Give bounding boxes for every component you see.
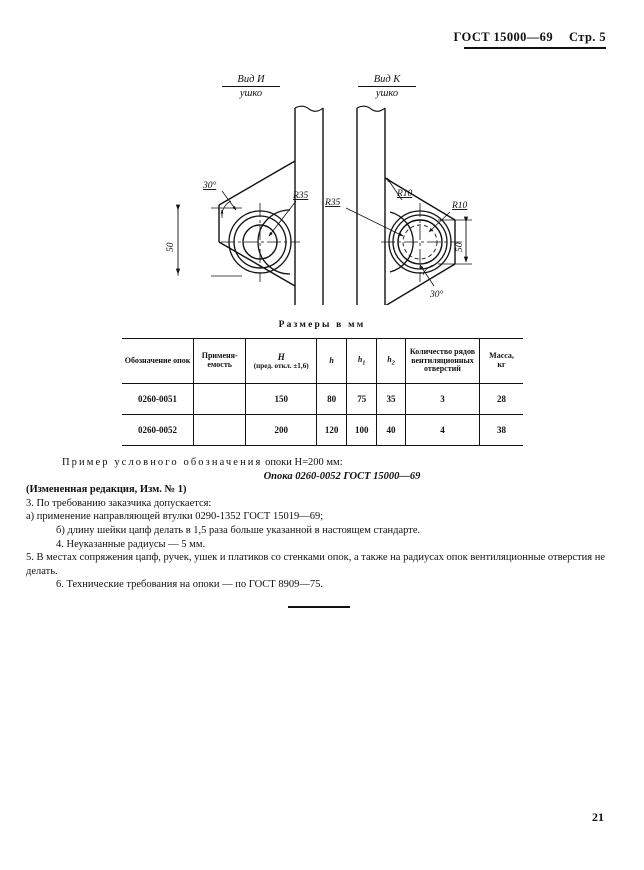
right-view-subtitle: ушко <box>358 86 416 100</box>
left-radius-label: R35 <box>292 191 309 201</box>
th-vent-rows: Количество рядов вентиляционных отверсти… <box>404 338 481 384</box>
cell-h: 80 <box>316 383 348 415</box>
right-view-title: Вид К <box>373 74 401 85</box>
table-row: 0260-0051 150 80 75 35 3 28 <box>122 383 523 415</box>
header-rule <box>464 47 606 49</box>
table-header: Обозначение опок Применя- емость H (пред… <box>122 338 523 384</box>
example-spaced-part: Пример условного обозначения <box>62 457 263 468</box>
item-6: 6. Технические требования на опоки — по … <box>56 579 323 591</box>
th-height-symbol: H <box>277 351 285 362</box>
th-designation: Обозначение опок <box>122 338 195 384</box>
example-tail-part: опоки H=200 мм: <box>262 457 343 468</box>
header-text-row: ГОСТ 15000—69 Стр. 5 <box>454 30 606 45</box>
th-h1: h1 <box>346 338 378 384</box>
right-radius-left-label: R35 <box>324 198 341 208</box>
item-5: 5. В местах сопряжения цапф, ручек, ушек… <box>26 552 605 577</box>
right-radius-top-label: R10 <box>396 189 413 199</box>
technical-drawings: Вид И ушко Вид К ушко <box>0 60 644 305</box>
section-end-rule <box>288 606 350 608</box>
table-header-row: Обозначение опок Применя- емость H (пред… <box>122 338 523 384</box>
left-view-subtitle: ушко <box>222 86 280 100</box>
page-header: ГОСТ 15000—69 Стр. 5 <box>454 30 606 49</box>
drawing-canvas: 30° R35 50 R10 R35 R10 50 30° <box>166 105 472 305</box>
example-code: Опока 0260-0052 ГОСТ 15000—69 <box>263 470 421 482</box>
page-label: Стр. 5 <box>568 30 606 44</box>
left-view-title: Вид И <box>237 74 265 85</box>
cell-h1: 75 <box>346 383 378 415</box>
left-angle-label: 30° <box>202 180 217 191</box>
gost-number: ГОСТ 15000—69 <box>453 30 553 44</box>
cell-height: 200 <box>245 414 318 446</box>
th-h2-sub: 2 <box>391 359 395 367</box>
cell-applicability <box>193 383 247 415</box>
th-applicability: Применя- емость <box>193 338 247 384</box>
table-caption: Размеры в мм <box>278 320 366 330</box>
dimensions-table: Обозначение опок Применя- емость H (пред… <box>122 338 523 446</box>
cell-vent: 4 <box>404 414 481 446</box>
th-h1-sub: 1 <box>362 359 366 367</box>
cell-designation: 0260-0052 <box>122 414 195 446</box>
right-angle-label: 30° <box>429 289 444 300</box>
th-h: h <box>316 338 348 384</box>
right-radius-right-label: R10 <box>451 201 468 211</box>
th-applicability-line1: Применя- <box>201 351 238 361</box>
th-mass: Масса, кг <box>479 338 523 384</box>
cell-mass: 38 <box>479 414 523 446</box>
th-mass-line1: Масса, <box>489 351 514 361</box>
right-view-caption: Вид К ушко <box>358 74 416 100</box>
cell-h2: 40 <box>376 414 406 446</box>
example-line: Пример условного обозначения опоки H=200… <box>26 456 618 470</box>
cell-h2: 35 <box>376 383 406 415</box>
page-number: 21 <box>592 810 604 824</box>
th-height-tolerance: (пред. откл. ±1,6) <box>253 362 309 370</box>
item-3: 3. По требованию заказчика допускается: <box>26 497 212 509</box>
item-3a: а) применение направляющей втулки 0290-1… <box>26 511 324 523</box>
cell-designation: 0260-0051 <box>122 383 195 415</box>
th-h1-base: h <box>357 354 363 364</box>
cell-h: 120 <box>316 414 348 446</box>
revision-note: (Измененная редакция, Изм. № 1) <box>26 484 187 496</box>
item-3b: б) длину шейки цапф делать в 1,5 раза бо… <box>56 524 421 536</box>
left-view-caption: Вид И ушко <box>222 74 280 100</box>
th-vent-line2: вентиляционных <box>411 355 474 365</box>
item-4: 4. Неуказанные радиусы — 5 мм. <box>56 538 206 550</box>
cell-height: 150 <box>245 383 318 415</box>
table-body: 0260-0051 150 80 75 35 3 28 0260-0052 20… <box>122 383 523 446</box>
th-mass-line2: кг <box>497 360 506 369</box>
th-applicability-line2: емость <box>207 360 232 369</box>
th-vent-line1: Количество рядов <box>409 346 476 356</box>
cell-vent: 3 <box>404 383 481 415</box>
left-dimension-label: 50 <box>166 242 176 252</box>
th-h2: h2 <box>376 338 406 384</box>
right-dimension-label: 50 <box>455 242 465 252</box>
cell-h1: 100 <box>346 414 378 446</box>
body-text: Пример условного обозначения опоки H=200… <box>26 456 618 592</box>
th-height: H (пред. откл. ±1,6) <box>245 338 318 384</box>
th-vent-line3: отверстий <box>424 364 461 374</box>
cell-applicability <box>193 414 247 446</box>
table-row: 0260-0052 200 120 100 40 4 38 <box>122 414 523 446</box>
cell-mass: 28 <box>479 383 523 415</box>
th-h2-base: h <box>387 354 392 364</box>
